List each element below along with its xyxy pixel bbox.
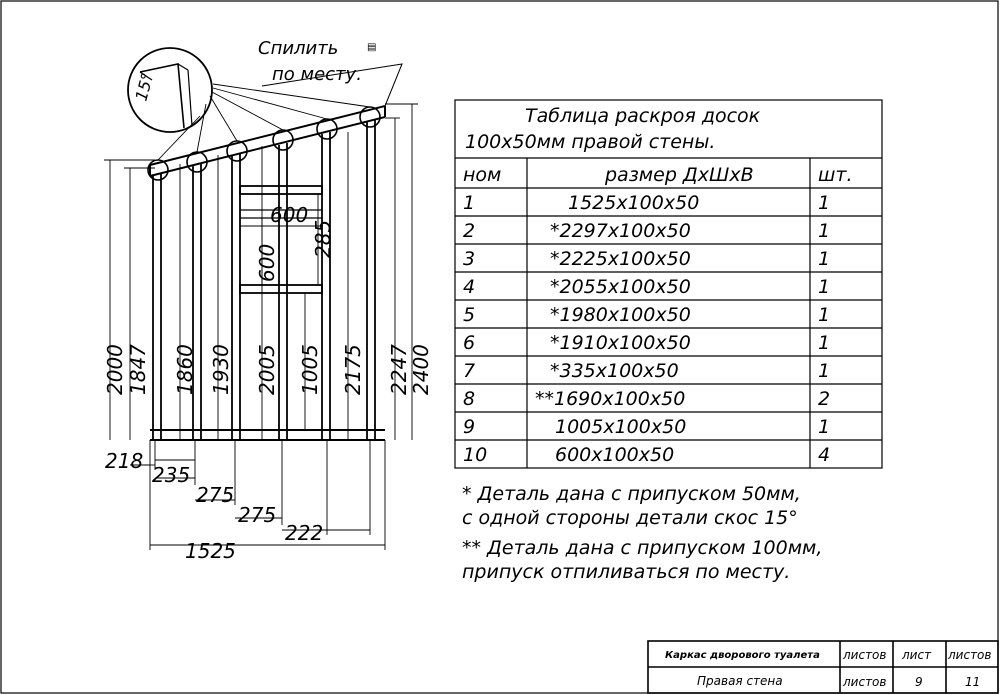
dim-1525: 1525: [185, 539, 236, 563]
dim-1860: 1860: [173, 344, 197, 395]
dim-600-horizontal: 600: [270, 203, 308, 227]
stamp-sheets-label-3: листов: [842, 675, 886, 689]
table-row-7-size: *335х100х50: [550, 360, 679, 382]
table-row-2-qty: 1: [818, 220, 830, 242]
window-top-bar: [239, 185, 323, 195]
table-row-9-num: 9: [463, 416, 475, 438]
callout-line-1: Спилить: [258, 38, 338, 59]
table-row-3-num: 3: [463, 248, 475, 270]
stamp-title: Каркас дворового туалета: [665, 650, 820, 661]
dim-2400: 2400: [409, 344, 433, 395]
table-row-10-num: 10: [463, 444, 487, 466]
detail-circle: [127, 47, 213, 133]
note-2-line-2: припуск отпиливаться по месту.: [462, 561, 790, 583]
table-row-1-num: 1: [463, 192, 475, 214]
table-row-8-num: 8: [463, 388, 475, 410]
table-row-2-size: *2297х100х50: [550, 220, 691, 242]
note-2-line-1: ** Деталь дана с припуском 100мм,: [462, 537, 822, 559]
table-row-4-qty: 1: [818, 276, 830, 298]
table-rows: 1 1525х100х50 1 2 *2297х100х50 1 3 *2225…: [463, 192, 830, 466]
stamp-sheet-value: 9: [915, 675, 923, 689]
table-row-8-size: **1690х100х50: [535, 388, 685, 410]
stamp-sheets-label: листов: [842, 648, 886, 662]
cutting-table: Таблица раскроя досок 100х50мм правой ст…: [454, 99, 883, 469]
dim-600-vertical: 600: [255, 244, 279, 282]
window-bottom-bar: [239, 284, 323, 294]
table-row-1-size: 1525х100х50: [568, 192, 699, 214]
callout-line-2: по месту.: [272, 64, 362, 85]
dim-285: 285: [311, 220, 335, 258]
table-row-7-qty: 1: [818, 360, 830, 382]
wall-frame-drawing: [127, 47, 403, 441]
table-row-5-num: 5: [463, 304, 475, 326]
dim-2000: 2000: [103, 344, 127, 395]
notes: * Деталь дана с припуском 50мм, с одной …: [462, 483, 822, 583]
table-row-3-size: *2225х100х50: [550, 248, 691, 270]
table-header-qty: шт.: [818, 164, 853, 186]
stamp-subtitle: Правая стена: [697, 674, 783, 688]
table-row-1-qty: 1: [818, 192, 830, 214]
detail-leaders: [157, 83, 371, 161]
table-row-4-size: *2055х100х50: [550, 276, 691, 298]
dimension-lines: [104, 103, 418, 550]
note-1-line-1: * Деталь дана с припуском 50мм,: [462, 483, 801, 505]
dim-275-b: 275: [238, 503, 276, 527]
stamp-sheets-label-2: листов: [947, 648, 991, 662]
dim-1847: 1847: [126, 344, 150, 395]
rafter-bottom-line: [149, 116, 386, 177]
table-row-9-size: 1005х100х50: [555, 416, 686, 438]
dim-235: 235: [152, 463, 190, 487]
table-header-size: размер ДхШхВ: [604, 164, 754, 186]
table-title-line-1: Таблица раскроя досок: [525, 105, 761, 127]
dim-275-a: 275: [196, 483, 234, 507]
table-row-5-qty: 1: [818, 304, 830, 326]
table-title-line-2: 100х50мм правой стены.: [465, 131, 715, 153]
table-row-7-num: 7: [463, 360, 475, 382]
angle-label: 15°: [132, 71, 158, 103]
table-header-num: ном: [463, 164, 501, 186]
table-row-3-qty: 1: [818, 248, 830, 270]
table-row-5-size: *1980х100х50: [550, 304, 691, 326]
dim-222: 222: [285, 521, 323, 545]
table-row-10-size: 600х100х50: [555, 444, 674, 466]
title-block: Каркас дворового туалета Правая стена ли…: [647, 640, 999, 694]
dim-2005: 2005: [255, 344, 279, 395]
dim-1005: 1005: [298, 344, 322, 395]
stamp-sheets-value: 11: [965, 675, 980, 689]
table-row-4-num: 4: [463, 276, 475, 298]
dim-218: 218: [105, 449, 143, 473]
table-row-10-qty: 4: [818, 444, 830, 466]
dim-2247: 2247: [387, 344, 411, 395]
dim-2175: 2175: [341, 344, 365, 395]
table-row-8-qty: 2: [818, 388, 830, 410]
table-row-6-size: *1910х100х50: [550, 332, 691, 354]
callout-icon: ▤: [367, 42, 376, 53]
stamp-sheet-label: лист: [901, 648, 932, 662]
table-row-9-qty: 1: [818, 416, 830, 438]
dim-1930: 1930: [209, 344, 233, 395]
table-row-2-num: 2: [463, 220, 475, 242]
note-1-line-2: с одной стороны детали скос 15°: [462, 507, 798, 529]
table-row-6-qty: 1: [818, 332, 830, 354]
rafter-top-line: [149, 105, 386, 166]
table-row-6-num: 6: [463, 332, 475, 354]
